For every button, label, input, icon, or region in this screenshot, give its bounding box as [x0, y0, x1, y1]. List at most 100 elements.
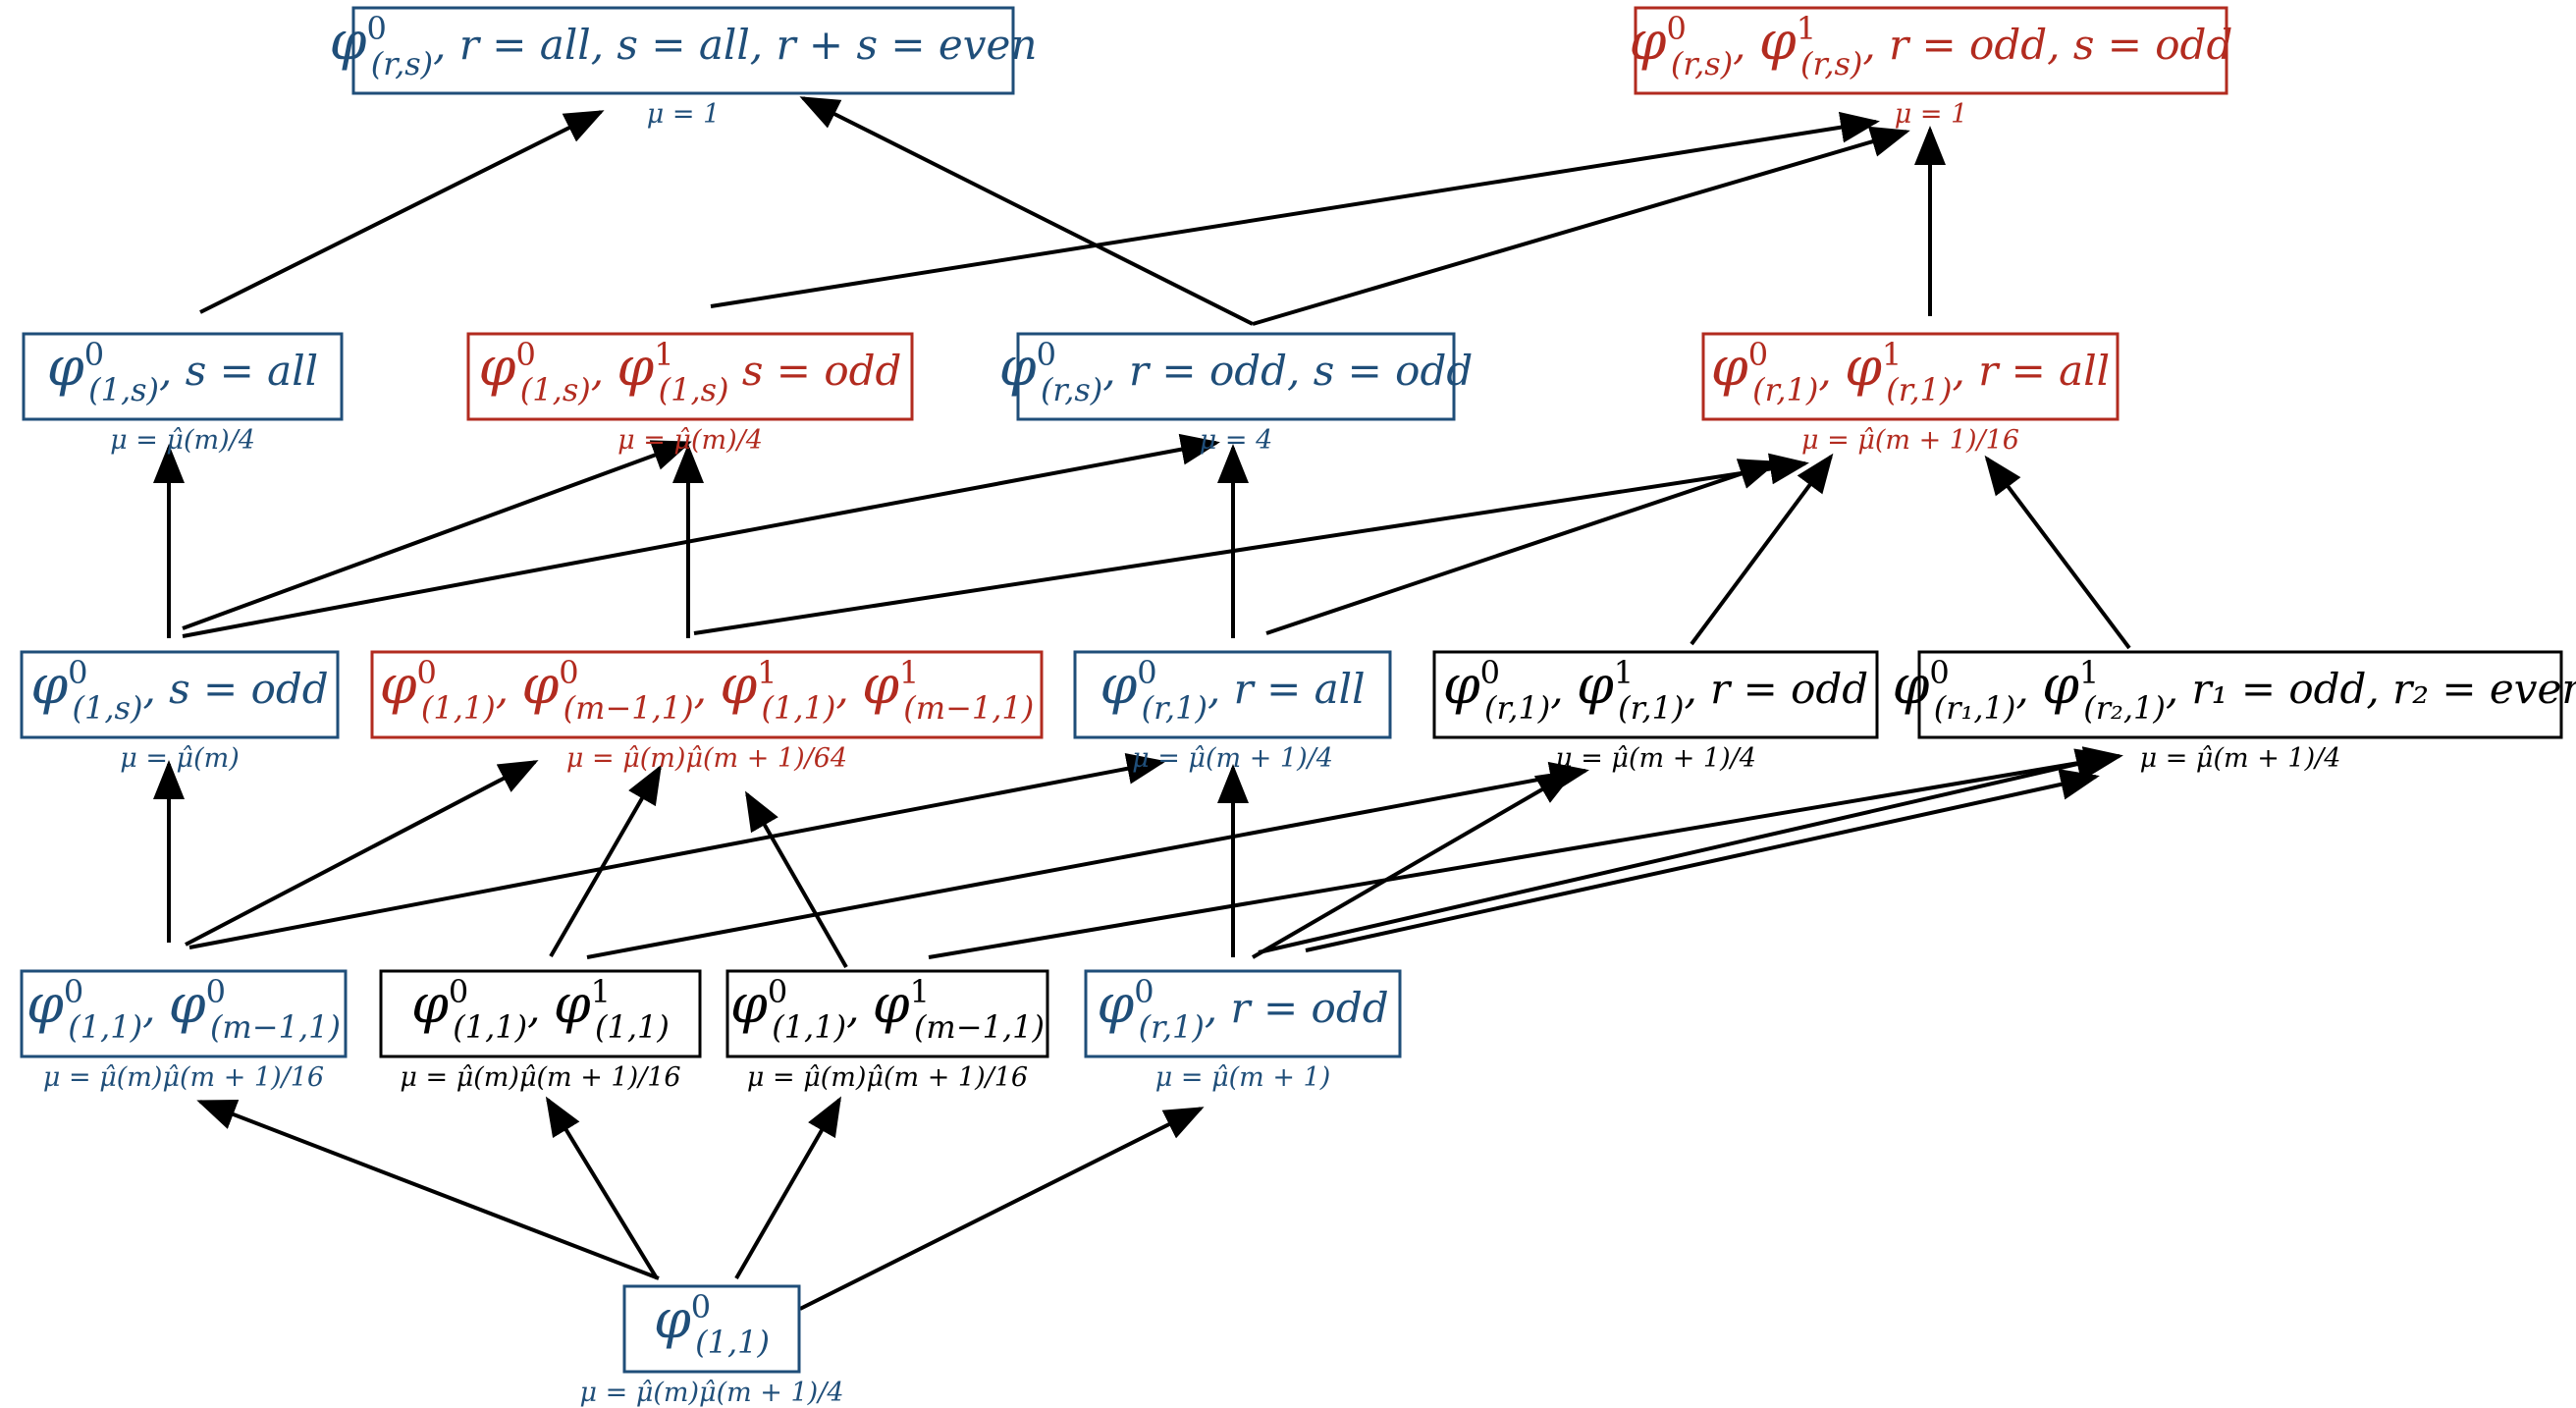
node-label-part: φ [617, 336, 654, 398]
node-box [1073, 650, 1392, 739]
nodes: φ0(r,s), r = all, s = all, r + s = evenμ… [20, 6, 2576, 1408]
node-label: φ0(1,1), φ1(1,1) [411, 973, 670, 1046]
node-label: φ0(r,1), φ1(r,1), r = all [1711, 336, 2110, 408]
node-label-part: 1 [899, 654, 919, 691]
node-label-part: φ [554, 973, 591, 1035]
edge-arrow [928, 746, 2123, 959]
edge-arrow [182, 433, 1220, 638]
edge-arrow [734, 1096, 841, 1279]
node-multiplicity: μ = μ̂(m + 1)/16 [1801, 425, 2019, 456]
node-multiplicity: μ = μ̂(m)μ̂(m + 1)/16 [43, 1062, 324, 1093]
node-label-part: 0 [1748, 336, 1768, 373]
node-label-part: (r,s) [1800, 45, 1862, 82]
node-label-part: , [142, 984, 169, 1032]
node-label-part: , r = odd, s = odd [1862, 21, 2232, 69]
node-label-part: (r,s) [1671, 45, 1733, 82]
node-label-part: , [835, 665, 862, 713]
node-label-part: (1,1) [695, 1324, 770, 1361]
edge-arrow [710, 111, 1880, 308]
node-label: φ0(r,s), φ1(r,s), r = odd, s = odd [1630, 10, 2233, 82]
edge-arrow [1251, 769, 1577, 959]
node-label-part: (1,1) [772, 1008, 846, 1046]
node-label-part: (r,s) [371, 45, 433, 82]
node-label-part: (m−1,1) [903, 689, 1034, 727]
node-label: φ0(1,1), φ0(m−1,1) [27, 973, 341, 1046]
node-label-part: , r₁ = odd, r₂ = even [2166, 665, 2576, 713]
node-label-part: φ [1630, 10, 1667, 72]
node-box [1432, 650, 1879, 739]
node-label-part: φ [1443, 654, 1480, 716]
node-label-part: , [496, 665, 522, 713]
node-label: φ0(r,s), r = odd, s = odd [999, 336, 1473, 408]
node-label-part: , [591, 347, 617, 395]
node-box [725, 969, 1049, 1058]
node-l3-11-m11-pair: φ0(1,1), φ1(m−1,1)μ = μ̂(m)μ̂(m + 1)/16 [725, 969, 1049, 1093]
node-label-part: , [846, 984, 873, 1032]
node-label-part: φ [27, 973, 64, 1035]
node-label-part: 0 [417, 654, 437, 691]
node-label-part: (m−1,1) [564, 689, 694, 727]
node-multiplicity: μ = 1 [647, 99, 721, 130]
node-label-part: 1 [910, 973, 930, 1010]
node-label: φ0(1,s), φ1(1,s) s = odd [479, 336, 902, 408]
node-label: φ0(r,1), r = all [1100, 654, 1365, 727]
node-label-part: 0 [768, 973, 787, 1010]
node-label: φ0(1,1), φ0(m−1,1), φ1(1,1), φ1(m−1,1) [380, 654, 1035, 727]
node-label-part: 0 [449, 973, 468, 1010]
node-l3-11-pair: φ0(1,1), φ1(1,1)μ = μ̂(m)μ̂(m + 1)/16 [379, 969, 702, 1093]
node-label-part: 0 [64, 973, 83, 1010]
node-label-part: 0 [559, 654, 578, 691]
node-label-part: , [694, 665, 721, 713]
edge-arrow [1252, 126, 1910, 326]
node-box [622, 1284, 801, 1374]
node-box [20, 969, 348, 1058]
node-label-part: (1,1) [453, 1008, 527, 1046]
node-label-part: 0 [515, 336, 535, 373]
node-label-part: 1 [2079, 654, 2099, 691]
edge-arrow [799, 1107, 1205, 1311]
edge-arrow [196, 1100, 660, 1280]
edge-arrow [545, 1096, 659, 1280]
node-label-part: φ [1845, 336, 1882, 398]
node-multiplicity: μ = μ̂(m) [120, 743, 240, 774]
node-label-part: , r = all, s = all, r + s = even [433, 21, 1037, 69]
edge-arrow [188, 753, 1166, 949]
edge-arrow [549, 764, 663, 958]
node-box [379, 969, 702, 1058]
node-label: φ0(r,1), r = odd [1097, 973, 1388, 1046]
node-label-part: 0 [84, 336, 104, 373]
node-multiplicity: μ = μ̂(m)μ̂(m + 1)/16 [400, 1062, 680, 1093]
node-label-part: (1,1) [421, 689, 496, 727]
node-label-part: (1,s) [659, 371, 729, 408]
node-box [351, 6, 1015, 95]
node-label-part: φ [1097, 973, 1134, 1035]
node-label-part: (r₁,1) [1934, 689, 2016, 727]
node-box [1917, 650, 2563, 739]
node-label-part: φ [330, 10, 367, 72]
node-label-part: , [2015, 665, 2042, 713]
node-multiplicity: μ = μ̂(m)/4 [110, 425, 255, 456]
edge-arrow [693, 453, 1809, 635]
node-multiplicity: μ = μ̂(m + 1)/4 [2140, 743, 2341, 774]
node-label: φ0(r,1), φ1(r,1), r = odd [1443, 654, 1868, 727]
node-label-part: 0 [1666, 10, 1686, 47]
node-multiplicity: μ = μ̂(m)/4 [617, 425, 763, 456]
node-label-part: φ [1711, 336, 1748, 398]
node-label-part: , [1818, 347, 1845, 395]
node-label-part: (r,s) [1041, 371, 1102, 408]
node-label-part: φ [169, 973, 206, 1035]
node-box [466, 332, 914, 421]
node-label-part: (r,1) [1886, 371, 1952, 408]
node-label-part: (r,1) [1139, 1008, 1205, 1046]
node-label-part: φ [521, 654, 559, 716]
node-multiplicity: μ = 1 [1895, 99, 1968, 130]
node-label-part: 1 [654, 336, 673, 373]
node-label-part: φ [654, 1288, 691, 1350]
node-label-part: 0 [68, 654, 87, 691]
node-label-part: φ [999, 336, 1037, 398]
node-label-part: φ [873, 973, 910, 1035]
